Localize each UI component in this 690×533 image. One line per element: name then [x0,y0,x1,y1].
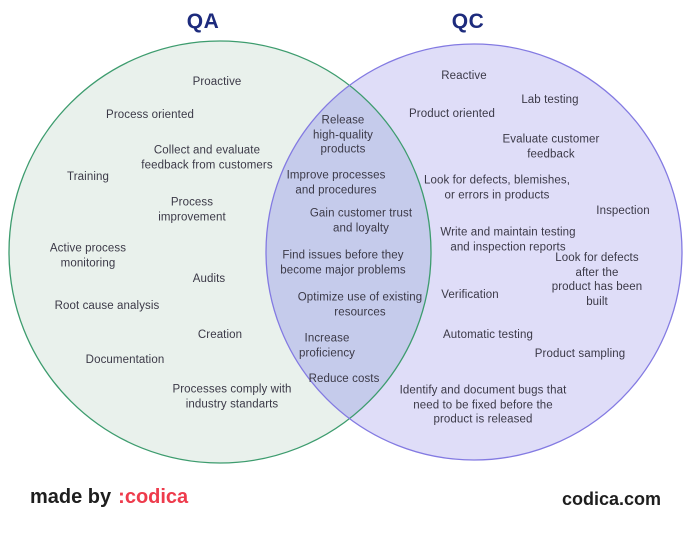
website-label: codica.com [561,489,661,509]
overlap-item-find-issues: Find issues before they become major pro… [280,249,406,277]
qa-item-creation: Creation [197,328,243,341]
qc-item-lab-testing: Lab testing [521,93,579,106]
made-by-credit: made by :codica [30,486,188,509]
qa-item-documentation: Documentation [85,353,165,366]
qa-item-process-oriented: Process oriented [106,108,194,121]
qc-item-inspection: Inspection [596,204,650,217]
qa-circle-outline [8,40,432,464]
qc-title: QC [451,10,485,33]
qc-circle-outline [265,43,683,461]
qa-item-collect-feedback: Collect and evaluate feedback from custo… [141,144,273,172]
qa-item-active-monitoring: Active process monitoring [49,242,127,270]
qc-item-automatic-testing: Automatic testing [443,328,533,341]
qa-item-process-improvement: Process improvement [158,196,226,224]
overlap-item-improve-processes: Improve processes and procedures [286,169,386,197]
overlap-item-increase-proficiency: Increase proficiency [298,332,356,360]
qc-item-verification: Verification [441,288,499,301]
qc-item-testing-reports: Write and maintain testing and inspectio… [440,226,576,254]
qa-item-root-cause-analysis: Root cause analysis [54,299,160,312]
made-by-label: made by [30,486,112,508]
qc-item-evaluate-feedback: Evaluate customer feedback [502,133,600,161]
qa-item-audits: Audits [192,272,226,285]
qc-item-product-oriented: Product oriented [409,107,495,120]
overlap-item-reduce-costs: Reduce costs [308,372,380,385]
qc-item-look-for-defects: Look for defects, blemishes, or errors i… [424,174,570,202]
qc-item-reactive: Reactive [441,69,487,82]
qc-item-defects-after-built: Look for defects after the product has b… [551,252,643,308]
overlap-item-customer-trust: Gain customer trust and loyalty [309,207,413,235]
codica-logo: :codica [118,486,189,508]
qc-item-product-sampling: Product sampling [534,347,626,360]
qa-item-proactive: Proactive [192,75,242,88]
overlap-item-optimize-resources: Optimize use of existing resources [297,291,423,319]
overlap-region [266,85,432,419]
qc-item-identify-bugs: Identify and document bugs that need to … [399,384,567,426]
qa-title: QA [186,10,220,33]
qa-item-training: Training [67,170,109,183]
overlap-item-release-quality: Release high-quality products [312,114,374,156]
qa-item-industry-standards: Processes comply with industry standarts [172,383,292,411]
